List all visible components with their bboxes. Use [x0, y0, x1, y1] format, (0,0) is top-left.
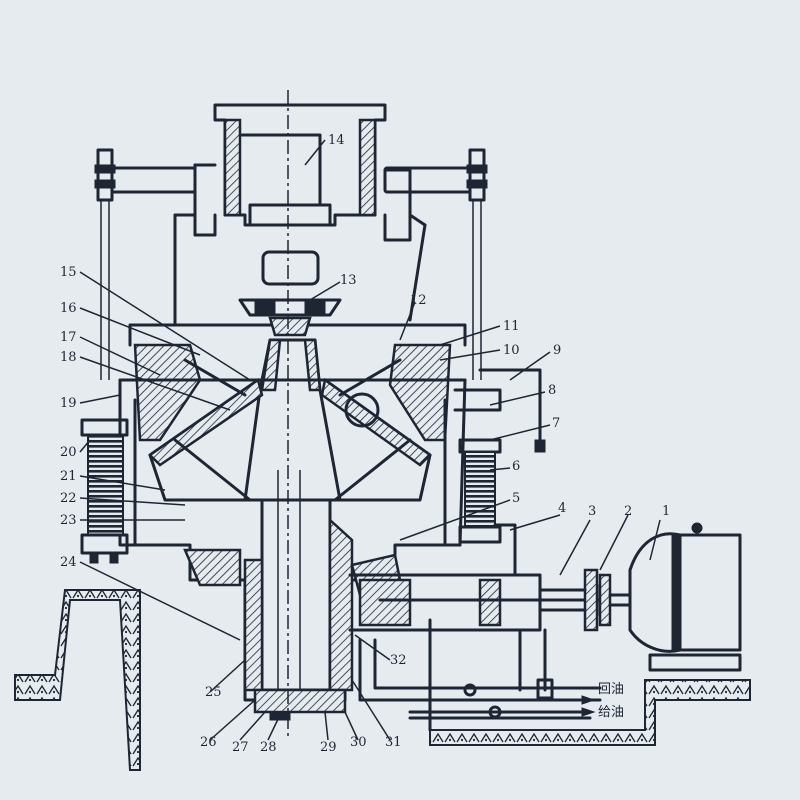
label-25: 25 — [205, 685, 222, 700]
label-22: 22 — [60, 491, 77, 506]
label-5: 5 — [512, 491, 520, 506]
label-1: 1 — [662, 504, 670, 519]
tie-rod-right — [383, 148, 488, 380]
part-labels: 1 2 3 4 5 6 7 8 9 10 11 12 13 14 15 16 1… — [60, 133, 670, 755]
label-6: 6 — [512, 459, 520, 474]
label-28: 28 — [260, 740, 277, 755]
label-20: 20 — [60, 445, 77, 460]
moving-cone — [148, 377, 432, 502]
leader-lines — [79, 139, 661, 741]
label-29: 29 — [320, 740, 337, 755]
hopper-support — [173, 163, 427, 242]
label-30: 30 — [350, 735, 367, 750]
label-9: 9 — [553, 343, 561, 358]
label-2: 2 — [624, 504, 632, 519]
label-26: 26 — [200, 735, 217, 750]
label-11: 11 — [503, 319, 520, 334]
label-21: 21 — [60, 469, 77, 484]
label-16: 16 — [60, 301, 77, 316]
label-23: 23 — [60, 513, 77, 528]
label-10: 10 — [503, 343, 520, 358]
motor — [628, 522, 742, 672]
spring-left — [80, 418, 129, 564]
coupling — [538, 568, 632, 632]
label-27: 27 — [232, 740, 249, 755]
oil-pipes — [358, 628, 602, 720]
label-24: 24 — [60, 555, 77, 570]
distribution-plate — [238, 298, 342, 337]
label-14: 14 — [328, 133, 345, 148]
foundation-left — [14, 589, 141, 771]
return-oil-label: 回油 — [598, 682, 624, 697]
label-13: 13 — [340, 273, 357, 288]
label-32: 32 — [390, 653, 407, 668]
spring-right — [458, 438, 502, 544]
upper-shell — [128, 213, 467, 347]
label-15: 15 — [60, 265, 77, 280]
label-7: 7 — [552, 416, 560, 431]
label-31: 31 — [385, 735, 402, 750]
label-3: 3 — [588, 504, 596, 519]
label-18: 18 — [60, 350, 77, 365]
concave-liner — [118, 343, 467, 442]
foundation-right — [428, 618, 751, 746]
label-19: 19 — [60, 396, 77, 411]
label-17: 17 — [60, 330, 77, 345]
label-12: 12 — [410, 293, 427, 308]
feed-hopper — [213, 103, 387, 227]
supply-oil-label: 给油 — [598, 705, 624, 720]
label-8: 8 — [548, 383, 556, 398]
label-4: 4 — [558, 501, 566, 516]
